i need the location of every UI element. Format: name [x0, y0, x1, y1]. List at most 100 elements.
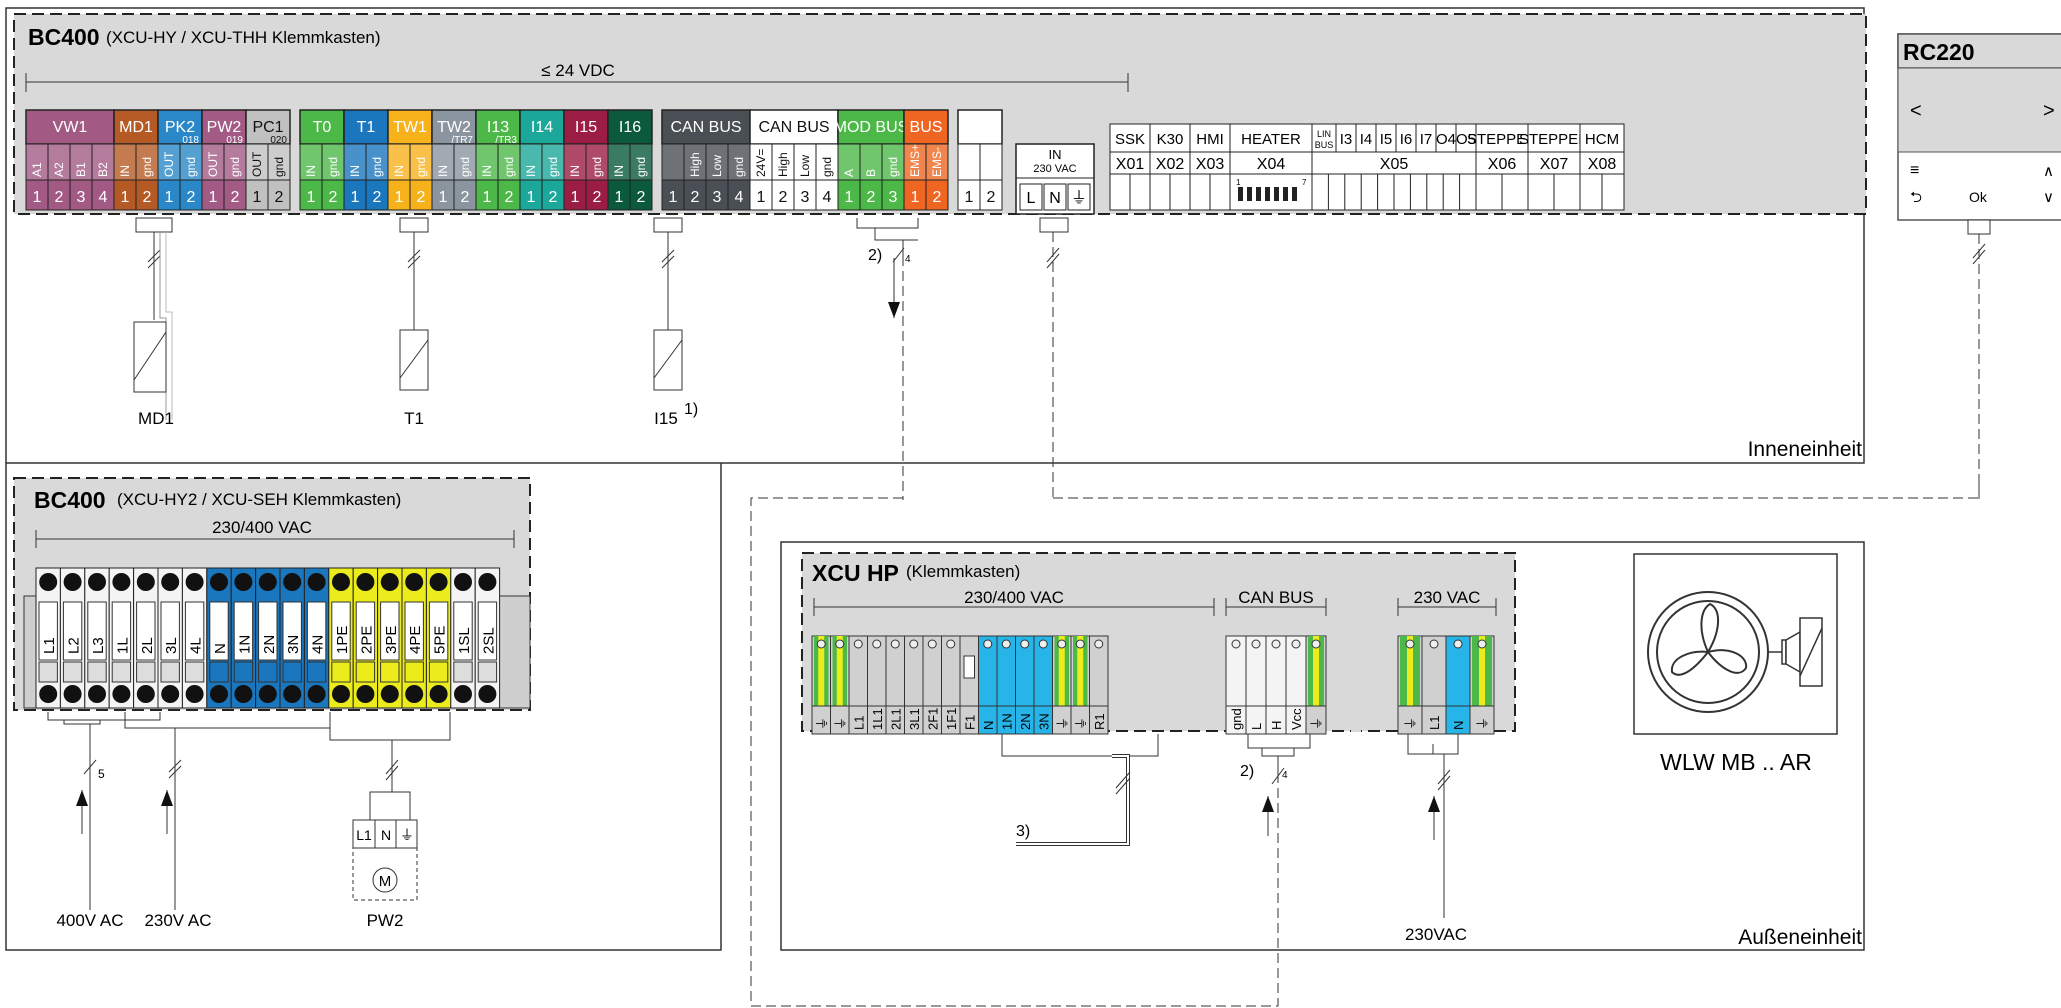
- pin-number: 1: [845, 189, 854, 206]
- xcu-terminal-label: 1L1: [870, 708, 885, 730]
- pin-number: 2: [691, 189, 700, 206]
- pin-number: 3: [713, 189, 722, 206]
- pin-label: High: [776, 152, 790, 177]
- pin-number: 1: [165, 189, 174, 206]
- xcu-terminal-label: ⏚: [814, 717, 829, 730]
- xcu-terminal: gnd: [1225, 635, 1247, 735]
- can-count-outer: 4: [1282, 770, 1288, 781]
- connector-id: X03: [1196, 156, 1225, 173]
- xcu-terminal: ⏚: [830, 635, 850, 735]
- x04-scale-end: 7: [1302, 178, 1307, 187]
- connector-id: X06: [1488, 156, 1517, 173]
- hy2-terminal-label: 2L: [139, 637, 156, 654]
- pin-number: 1: [571, 189, 580, 206]
- pin-label: EMS-: [930, 147, 944, 177]
- pin-label: gnd: [414, 157, 428, 177]
- can-note-inner: 2): [868, 247, 882, 264]
- xcu-terminal-label: ⏚: [1475, 717, 1490, 730]
- hy2-terminal-n: N: [206, 567, 232, 709]
- pin-label: Low: [798, 155, 812, 177]
- rc220-back-icon: ⮌: [1910, 189, 1922, 206]
- pin-label: gnd: [272, 157, 286, 177]
- xcu-terminal: ⏚: [811, 635, 831, 735]
- pin-label: gnd: [886, 157, 900, 177]
- connector-name: HEATER: [1241, 131, 1301, 148]
- pin-number: 2: [505, 189, 514, 206]
- pin-label: OUT: [206, 151, 220, 177]
- pin-label: IN: [480, 165, 494, 177]
- xcu-terminal: 1F1: [941, 635, 961, 735]
- xcu-terminal-label: ⏚: [1055, 717, 1070, 730]
- pin-number: 1: [121, 189, 130, 206]
- xcu-terminal-label: 3N: [1036, 713, 1051, 730]
- hy2-terminal-label: 4N: [310, 635, 327, 654]
- power-in-pin: ⏚: [1071, 189, 1087, 207]
- power-in-pin: L: [1027, 190, 1036, 207]
- xcu-terminal: H: [1265, 635, 1287, 735]
- pin-label: gnd: [140, 157, 154, 177]
- xcu-terminal-label: ⏚: [833, 717, 848, 730]
- pin-label: Low: [710, 155, 724, 177]
- xcu-subtitle: (Klemmkasten): [906, 562, 1020, 581]
- xcu-canbus-label: CAN BUS: [1238, 588, 1314, 607]
- pin-number: 1: [527, 189, 536, 206]
- connector-sub-label: I7: [1420, 131, 1433, 148]
- xcu-terminal: 2N: [1015, 635, 1035, 735]
- hy2-voltage-label: 230/400 VAC: [212, 518, 312, 537]
- xcu-terminal: L1: [1421, 635, 1447, 735]
- pin-number: 3: [801, 189, 810, 206]
- terminal-group-sub: 019: [226, 135, 243, 146]
- pin-label: IN: [304, 165, 318, 177]
- pin-label: gnd: [228, 157, 242, 177]
- pin-label: IN: [392, 165, 406, 177]
- terminal-group-label: CAN BUS: [670, 119, 741, 136]
- pin-number: 2: [231, 189, 240, 206]
- power-in-label: IN: [1049, 147, 1062, 162]
- hy2-terminal-2l: 2L: [133, 567, 159, 709]
- xcu-terminal: 2L1: [885, 635, 905, 735]
- pin-label: IN: [524, 165, 538, 177]
- xcu-terminal: N: [978, 635, 998, 735]
- pin-label: B: [864, 169, 878, 177]
- hy2-terminal-3n: 3N: [279, 567, 305, 709]
- hy2-terminal-1sl: 1SL: [450, 567, 476, 709]
- pin-number: 2: [143, 189, 152, 206]
- connector-id: X08: [1588, 156, 1617, 173]
- xcu-terminal: ⏚: [1469, 635, 1495, 735]
- hy2-terminal-3l: 3L: [157, 567, 183, 709]
- pin-label: 24V=: [754, 149, 768, 177]
- xcu-terminal-label: N: [1451, 721, 1466, 730]
- pin-label: IN: [436, 165, 450, 177]
- hy2-terminal-1pe: 1PE: [328, 567, 354, 709]
- terminal-group-label: I14: [531, 119, 553, 136]
- hy2-terminal-label: 3N: [285, 635, 302, 654]
- hy2-terminal-label: N: [212, 643, 229, 654]
- pin-number: 2: [461, 189, 470, 206]
- pin-label: gnd: [546, 157, 560, 177]
- connector-sub-label: BUS: [1315, 140, 1334, 150]
- pin-number: 2: [275, 189, 284, 206]
- pin-label: gnd: [634, 157, 648, 177]
- pin-label: gnd: [458, 157, 472, 177]
- outdoor-cables: 3) 2) 4 230VAC: [1001, 733, 1467, 944]
- hy2-terminal-1n: 1N: [230, 567, 257, 709]
- note-3: 3): [1016, 823, 1030, 840]
- bc400-title: BC400: [28, 24, 100, 50]
- svg-text:N: N: [381, 827, 391, 843]
- pin-number: 1: [965, 189, 974, 206]
- outdoor-supply-label: 230VAC: [1405, 925, 1467, 944]
- hy2-subtitle: (XCU-HY2 / XCU-SEH Klemmkasten): [117, 490, 401, 509]
- can-bus-cable: [750, 497, 1279, 1007]
- terminal-group-label: PW2: [207, 119, 242, 136]
- hy2-terminal-3pe: 3PE: [377, 567, 403, 709]
- hy2-terminal-label: 1SL: [456, 627, 473, 654]
- xcu-terminal: 1N: [996, 635, 1016, 735]
- hy2-terminal-label: 4PE: [407, 626, 424, 654]
